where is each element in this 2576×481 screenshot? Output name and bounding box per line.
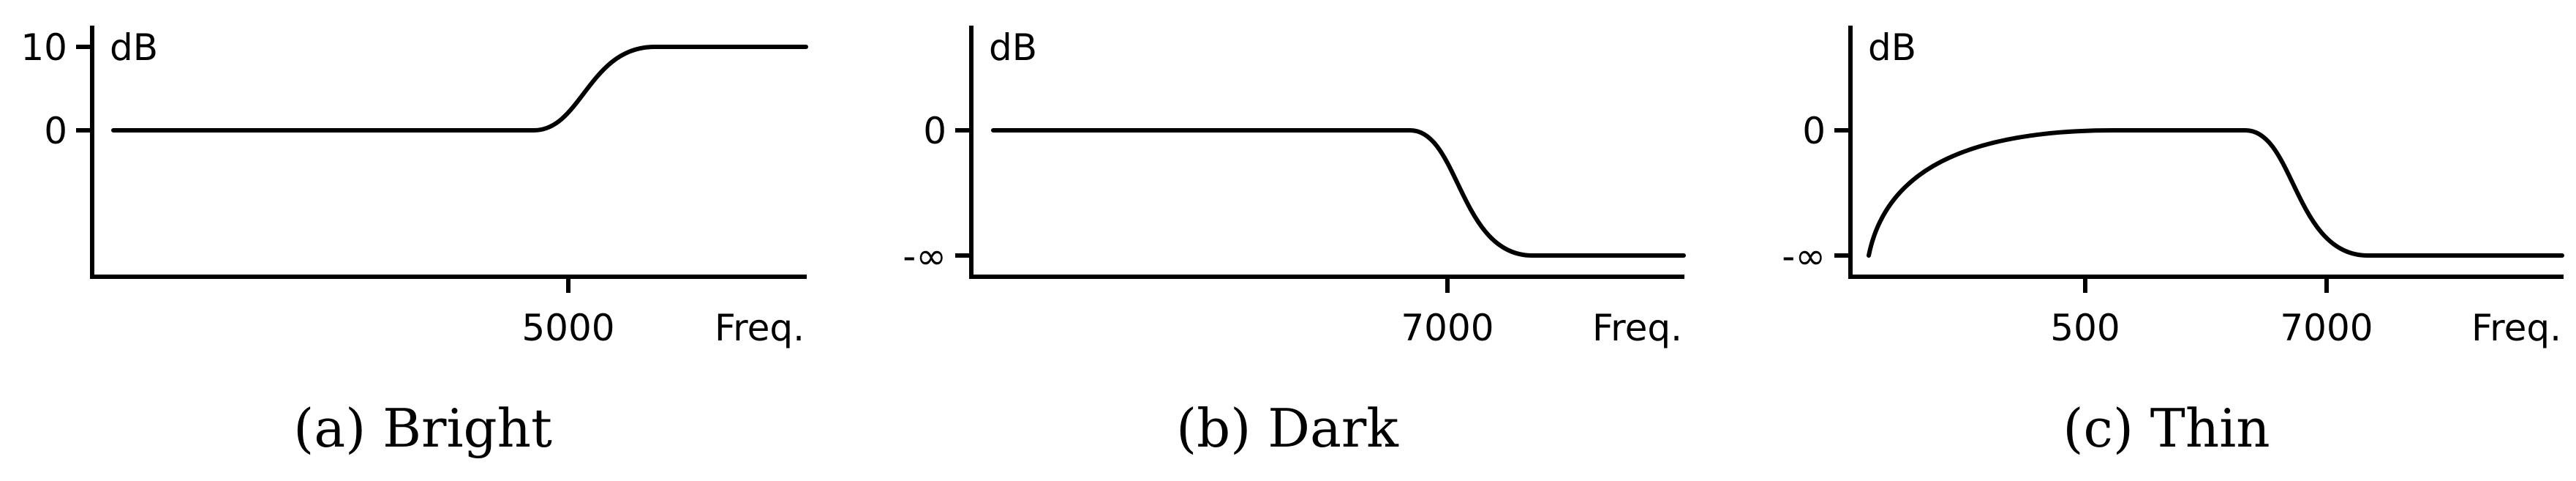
x-axis-label: Freq. xyxy=(1592,307,1682,349)
y-axis-label: dB xyxy=(1868,26,1916,69)
series-line-bright xyxy=(111,45,808,133)
y-tick-label: -∞ xyxy=(1782,235,1826,277)
x-axis-label: Freq. xyxy=(715,307,805,349)
y-axis-label: dB xyxy=(989,26,1037,69)
y-tick-label: 10 xyxy=(20,26,67,69)
caption-letter: c xyxy=(2083,398,2112,459)
panel-thin: 0 -∞ dB 500 7000 Freq. (c) Thin xyxy=(1782,26,2564,459)
y-tick-label: 0 xyxy=(1802,110,1826,152)
panel-dark: 0 -∞ dB 7000 Freq. (b) Dark xyxy=(903,26,1686,459)
caption-title: Bright xyxy=(383,398,552,459)
y-tick-label: 0 xyxy=(44,110,67,152)
x-tick-label: 7000 xyxy=(2280,307,2373,349)
caption: (a) Bright xyxy=(293,398,552,459)
x-tick-label: 500 xyxy=(2050,307,2120,349)
y-tick-label: 0 xyxy=(923,110,946,152)
y-tick-label: -∞ xyxy=(903,235,946,277)
caption-letter: b xyxy=(1197,398,1230,459)
series-line-dark xyxy=(991,128,1686,258)
x-axis-label: Freq. xyxy=(2471,307,2561,349)
x-tick-label: 5000 xyxy=(521,307,614,349)
panel-bright: 10 0 dB 5000 Freq. (a) Bright xyxy=(20,26,808,459)
caption: (b) Dark xyxy=(1176,398,1399,459)
caption-title: Dark xyxy=(1268,398,1399,459)
caption-letter: a xyxy=(314,398,345,459)
x-tick-label: 7000 xyxy=(1401,307,1494,349)
series-line-thin xyxy=(1867,128,2564,258)
caption-title: Thin xyxy=(2150,398,2270,459)
caption: (c) Thin xyxy=(2063,398,2270,459)
y-axis-label: dB xyxy=(110,26,158,69)
